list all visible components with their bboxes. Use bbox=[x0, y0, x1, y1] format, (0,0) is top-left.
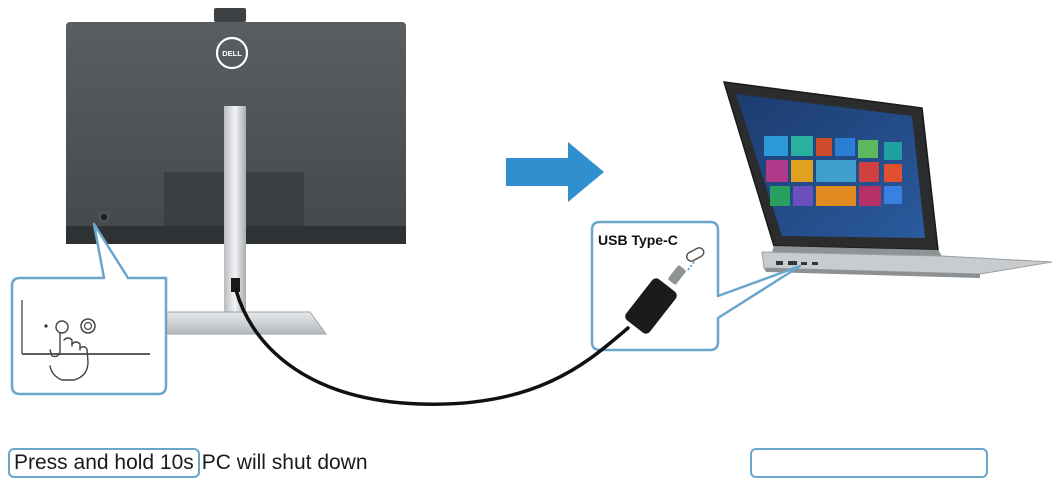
dell-logo: DELL bbox=[215, 36, 249, 70]
monitor-power-button[interactable] bbox=[99, 212, 109, 222]
dell-logo-text: DELL bbox=[222, 49, 242, 58]
usb-cable bbox=[234, 288, 630, 406]
monitor-stand-neck bbox=[224, 106, 246, 328]
shutdown-caption: PC will shut down bbox=[201, 451, 368, 474]
power-button-callout bbox=[10, 222, 168, 396]
arrow-right-icon bbox=[506, 142, 604, 202]
usb-type-c-callout: USB Type-C bbox=[590, 220, 802, 352]
laptop-ports bbox=[776, 261, 818, 265]
laptop-base bbox=[761, 251, 1053, 275]
webcam bbox=[214, 8, 246, 22]
press-hold-caption: Press and hold 10s bbox=[8, 448, 200, 478]
usb-type-c-label: USB Type-C bbox=[598, 232, 678, 248]
usb-c-plug-icon bbox=[625, 265, 686, 334]
start-screen-tiles bbox=[764, 136, 902, 206]
usb-c-port-icon bbox=[686, 247, 705, 262]
power-button-icon bbox=[80, 318, 96, 334]
empty-caption-box bbox=[750, 448, 988, 478]
caption-row: Press and hold 10s PC will shut down bbox=[8, 448, 368, 478]
monitor-stand-base bbox=[149, 311, 327, 335]
monitor-usb-port bbox=[231, 278, 240, 292]
laptop bbox=[722, 81, 1053, 278]
hand-press-icon bbox=[49, 320, 89, 381]
